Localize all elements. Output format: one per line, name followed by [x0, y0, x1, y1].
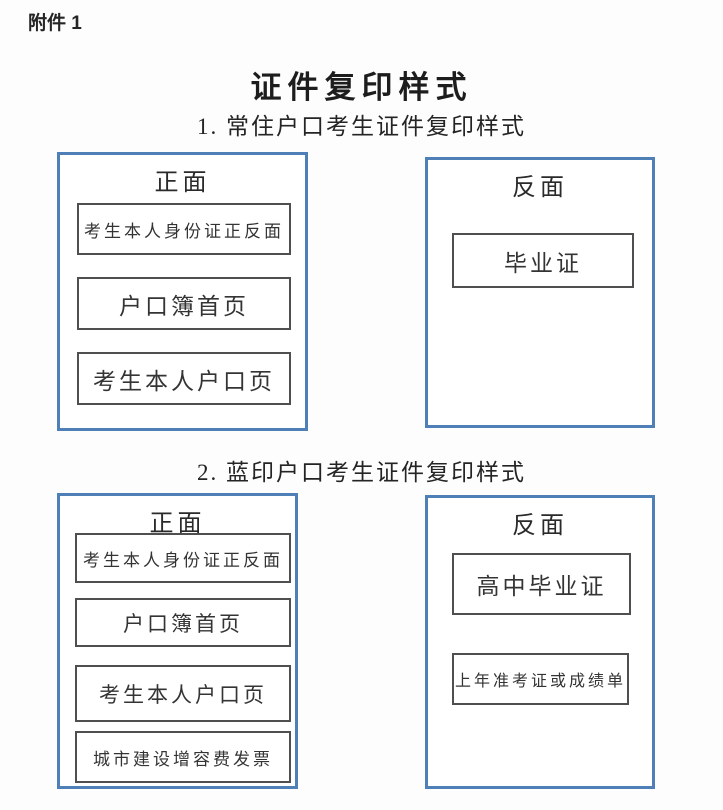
front-side-label: 正面 — [154, 170, 211, 196]
section-2-front-panel: 正面 考生本人身份证正反面 户口簿首页 考生本人户口页 城市建设增容费发票 — [57, 493, 298, 789]
document-item-candidate-household-page: 考生本人户口页 — [75, 665, 291, 722]
document-item-high-school-diploma: 高中毕业证 — [452, 553, 631, 615]
document-item-household-register-first-page: 户口簿首页 — [75, 598, 291, 647]
front-side-label: 正面 — [149, 511, 206, 537]
back-side-label: 反面 — [512, 175, 568, 201]
document-item-previous-year-ticket-or-transcript: 上年准考证或成绩单 — [452, 653, 629, 705]
section-2-back-panel: 反面 高中毕业证 上年准考证或成绩单 — [425, 495, 655, 789]
back-side-label: 反面 — [512, 513, 568, 539]
section-1-heading: 1. 常住户口考生证件复印样式 — [197, 114, 526, 139]
document-item-id-card: 考生本人身份证正反面 — [75, 533, 291, 583]
section-2-heading: 2. 蓝印户口考生证件复印样式 — [197, 460, 526, 485]
document-item-candidate-household-page: 考生本人户口页 — [77, 352, 291, 405]
document-item-household-register-first-page: 户口簿首页 — [77, 277, 291, 330]
page-title: 证件复印样式 — [250, 70, 473, 105]
document-item-city-construction-fee-invoice: 城市建设增容费发票 — [75, 731, 291, 783]
attachment-label: 附件 1 — [28, 13, 82, 34]
document-item-diploma: 毕业证 — [452, 233, 634, 288]
section-1-front-panel: 正面 考生本人身份证正反面 户口簿首页 考生本人户口页 — [57, 152, 308, 431]
section-1-back-panel: 反面 毕业证 — [425, 157, 655, 428]
document-item-id-card: 考生本人身份证正反面 — [77, 203, 291, 255]
